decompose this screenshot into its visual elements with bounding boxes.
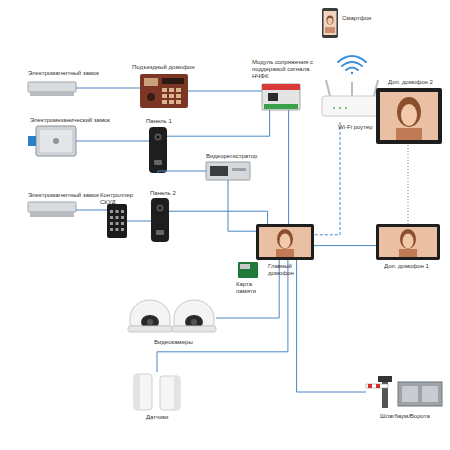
smartphone-icon bbox=[322, 8, 338, 38]
device-label: Панель 2 bbox=[150, 190, 190, 197]
device-label: Видеокамеры bbox=[154, 339, 214, 346]
call-panel-icon bbox=[149, 127, 167, 173]
monitor-node: Доп. домофон 2 bbox=[376, 88, 442, 144]
electromagnetic-lock-icon bbox=[28, 82, 76, 96]
entrance-intercom-icon bbox=[140, 74, 188, 108]
electromechanical-lock-icon bbox=[28, 126, 76, 156]
lock-node: Электромагнитный замок bbox=[28, 202, 76, 218]
router-icon bbox=[322, 80, 382, 116]
wifi-icon bbox=[338, 56, 366, 74]
memory-card-icon bbox=[238, 262, 258, 278]
monitor-icon bbox=[256, 224, 314, 260]
cable-connector bbox=[408, 144, 409, 224]
device-label: Подъездный домофон bbox=[132, 64, 212, 71]
device-label: Wi-Fi роутер bbox=[338, 124, 388, 131]
monitor-icon bbox=[376, 88, 442, 144]
access-controller-icon bbox=[107, 204, 127, 238]
device-label: Доп. домофон 1 bbox=[384, 263, 444, 270]
memory-card-node: Карта памяти bbox=[238, 262, 258, 278]
cable-connector bbox=[169, 211, 268, 224]
electromagnetic-lock-icon bbox=[28, 202, 76, 217]
camera-node: Видеокамеры bbox=[128, 300, 216, 336]
router-node: Wi-Fi роутер bbox=[322, 78, 382, 122]
device-label: Доп. домофон 2 bbox=[388, 79, 448, 86]
sensor-node: Датчики bbox=[132, 372, 182, 412]
call-panel-icon bbox=[151, 198, 169, 242]
device-label: Карта памяти bbox=[236, 281, 264, 295]
access-controller-node: Контроллер СКУД bbox=[107, 204, 127, 238]
cable-connector bbox=[157, 260, 288, 372]
device-label: Электромагнитный замок bbox=[28, 70, 108, 77]
cable-connector bbox=[76, 210, 107, 211]
cable-connector bbox=[76, 141, 149, 142]
cable-connector bbox=[127, 221, 151, 222]
device-label: Электромеханический замок bbox=[30, 117, 120, 124]
smartphone-node: Смартфон bbox=[322, 8, 338, 38]
cable-connector bbox=[288, 110, 289, 224]
cable-connector bbox=[314, 245, 376, 246]
dvr-node: Видеорегистратор bbox=[206, 162, 250, 180]
device-label: Шлагбаум/Ворота bbox=[380, 413, 450, 420]
lock-node: Электромеханический замок bbox=[36, 126, 76, 156]
call-panel-node: Панель 1 bbox=[149, 127, 167, 173]
cable-connector bbox=[188, 91, 262, 92]
device-label: Контроллер СКУД bbox=[100, 192, 150, 206]
cable-connector bbox=[314, 122, 340, 235]
entrance-panel-node: Подъездный домофон bbox=[140, 74, 188, 108]
camera-icon bbox=[128, 300, 216, 332]
interface-module-icon bbox=[262, 84, 300, 110]
device-label: Смартфон bbox=[342, 15, 382, 22]
barrier-node: Шлагбаум/Ворота bbox=[366, 375, 442, 409]
device-label: Панель 1 bbox=[146, 118, 186, 125]
device-label: Видеорегистратор bbox=[206, 153, 276, 160]
dvr-icon bbox=[206, 162, 250, 180]
device-label: Электромагнитный замок bbox=[28, 192, 108, 199]
lock-node: Электромагнитный замок bbox=[28, 80, 76, 96]
monitor-node: Главный домофон bbox=[256, 224, 314, 260]
cable-connector bbox=[167, 110, 270, 136]
barrier-gate-icon bbox=[366, 376, 442, 408]
call-panel-node: Панель 2 bbox=[151, 198, 169, 242]
sensor-icon bbox=[134, 374, 180, 410]
device-label: Главный домофон bbox=[268, 263, 302, 277]
cable-connector bbox=[297, 260, 366, 392]
device-label: Модуль сопряжения с поддержкой сигнала Н… bbox=[252, 59, 322, 80]
device-label: Датчики bbox=[146, 414, 196, 421]
cable-connector bbox=[76, 88, 140, 89]
monitor-node: Доп. домофон 1 bbox=[376, 224, 440, 260]
cable-connector bbox=[228, 180, 256, 231]
cable-connector bbox=[158, 171, 206, 173]
monitor-icon bbox=[376, 224, 440, 260]
module-node: Модуль сопряжения с поддержкой сигнала Н… bbox=[262, 84, 300, 110]
